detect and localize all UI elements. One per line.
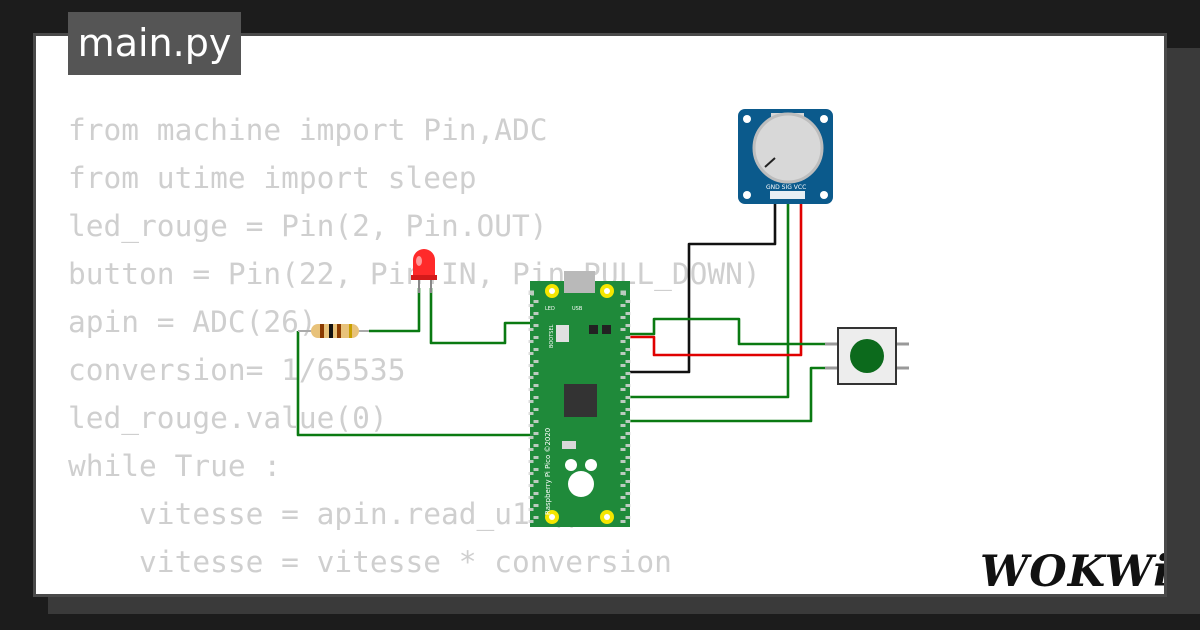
wire-resistor-gnd: [296, 331, 533, 437]
wire-pot-gnd: [625, 193, 777, 374]
code-line: from machine import Pin,ADC: [68, 113, 548, 147]
code-line: led_rouge.value(0): [68, 401, 388, 435]
bootsel-label: BOOTSEL: [549, 324, 555, 348]
red-led: [411, 249, 437, 293]
code-line: conversion= 1/65535: [68, 353, 406, 387]
wire-button-gp22: [625, 317, 838, 346]
usb-label: USB: [572, 306, 583, 312]
wire-led-gp2: [429, 288, 533, 345]
potentiometer: GND SIG VCC: [738, 109, 833, 204]
push-button: [825, 327, 909, 385]
wokwi-logo-graphic: WOKWi: [980, 547, 1167, 597]
led-label: LED: [545, 306, 555, 312]
pot-pin-labels: GND SIG VCC: [766, 184, 806, 191]
wire-button-3v3: [625, 366, 838, 423]
code-line: while True :: [68, 449, 282, 483]
code-line: apin = ADC(26): [68, 305, 317, 339]
pico-board: Raspberry Pi Pico ©2020 USB LED BOOTSEL: [528, 271, 631, 527]
wire-pot-vcc: [625, 193, 803, 357]
code-preview: from machine import Pin,ADC from utime im…: [68, 106, 761, 586]
knob-indicator: [764, 157, 776, 168]
wire-led-resistor: [369, 288, 421, 333]
wokwi-logo: WOKWi: [978, 528, 1167, 597]
project-card: from machine import Pin,ADC from utime im…: [33, 33, 1167, 597]
resistor: [298, 324, 369, 338]
raspberry-logo-icon: [565, 459, 597, 497]
logo-text: WOKWi: [980, 547, 1167, 597]
file-tab[interactable]: main.py: [68, 12, 241, 75]
wire-pot-sig: [625, 193, 790, 399]
code-line: vitesse = vitesse * conversion: [68, 545, 672, 579]
circuit-diagram: Raspberry Pi Pico ©2020 USB LED BOOTSEL …: [296, 109, 909, 527]
pico-label: Raspberry Pi Pico ©2020: [544, 428, 552, 515]
code-line: led_rouge = Pin(2, Pin.OUT): [68, 209, 548, 243]
code-line: from utime import sleep: [68, 161, 477, 195]
